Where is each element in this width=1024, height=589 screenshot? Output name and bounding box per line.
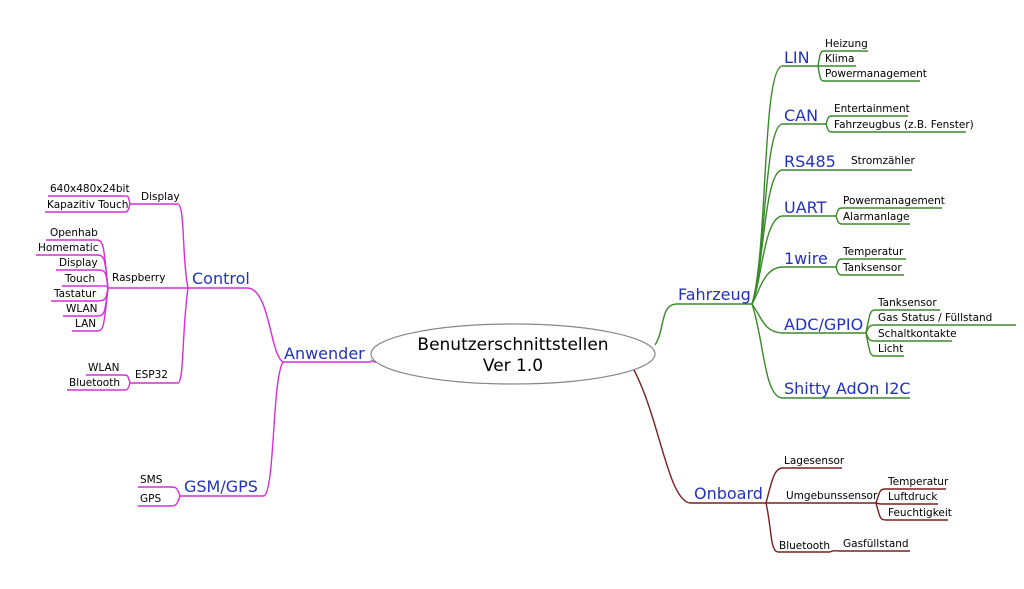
bluetooth-item-1: Gasfüllstand	[843, 538, 909, 550]
uart-label: UART	[784, 198, 827, 217]
display-item-2: Kapazitiv Touch	[47, 199, 128, 211]
central-version: Ver 1.0	[483, 356, 543, 376]
lin-item-2: Klima	[825, 53, 854, 65]
anwender-label: Anwender	[284, 344, 365, 363]
display-label: Display	[141, 191, 180, 203]
esp32-label: ESP32	[135, 369, 168, 381]
lin-label: LIN	[784, 48, 810, 67]
shitty-label: Shitty AdOn I2C	[784, 379, 911, 398]
onewire-label: 1wire	[784, 249, 828, 268]
control-label: Control	[192, 269, 250, 288]
gsm-item-2: GPS	[140, 493, 161, 505]
adc-item-3: Schaltkontakte	[878, 328, 957, 340]
rs485-label: RS485	[784, 152, 836, 171]
can-item-1: Entertainment	[834, 103, 910, 115]
can-item-2: Fahrzeugbus (z.B. Fenster)	[834, 119, 974, 131]
gsm-item-1: SMS	[140, 474, 163, 486]
raspberry-item-1: Openhab	[50, 227, 98, 239]
umgebung-item-2: Luftdruck	[888, 491, 938, 503]
lagesensor-label: Lagesensor	[784, 455, 845, 467]
raspberry-label: Raspberry	[112, 272, 165, 284]
fahrzeug-branch: Fahrzeug LIN Heizung Klima Powermanageme…	[654, 38, 1016, 399]
adc-item-1: Tanksensor	[877, 297, 937, 309]
uart-item-2: Alarmanlage	[843, 211, 909, 223]
onboard-branch: Onboard Lagesensor Umgebunssensor Temper…	[633, 369, 952, 553]
rs485-item-1: Stromzähler	[851, 155, 915, 167]
onboard-label: Onboard	[694, 484, 763, 503]
esp32-item-1: WLAN	[88, 362, 120, 374]
raspberry-item-4: Touch	[64, 273, 95, 285]
gsm-label: GSM/GPS	[184, 477, 258, 496]
adc-item-4: Licht	[878, 343, 903, 355]
onewire-item-2: Tanksensor	[842, 262, 902, 274]
display-item-1: 640x480x24bit	[50, 183, 130, 195]
lin-item-1: Heizung	[825, 38, 868, 50]
fahrzeug-label: Fahrzeug	[678, 285, 751, 304]
umgebung-label: Umgebunssensor	[786, 490, 878, 502]
bluetooth-label: Bluetooth	[779, 540, 830, 552]
onewire-item-1: Temperatur	[842, 246, 904, 258]
uart-item-1: Powermanagement	[843, 195, 945, 207]
can-label: CAN	[784, 106, 818, 125]
adc-label: ADC/GPIO	[784, 315, 863, 334]
raspberry-item-2: Homematic	[38, 242, 99, 254]
umgebung-item-3: Feuchtigkeit	[888, 507, 952, 519]
esp32-item-2: Bluetooth	[69, 377, 120, 389]
central-node	[370, 323, 656, 385]
raspberry-item-5: Tastatur	[53, 288, 97, 300]
central-title: Benutzerschnittstellen	[417, 335, 608, 355]
lin-item-3: Powermanagement	[825, 68, 927, 80]
raspberry-item-6: WLAN	[66, 303, 98, 315]
raspberry-item-7: LAN	[75, 318, 96, 330]
adc-item-2: Gas Status / Füllstand	[878, 312, 992, 324]
raspberry-item-3: Display	[59, 257, 98, 269]
umgebung-item-1: Temperatur	[887, 476, 949, 488]
anwender-branch: Anwender Control Display 640x480x24bit K…	[36, 183, 377, 507]
